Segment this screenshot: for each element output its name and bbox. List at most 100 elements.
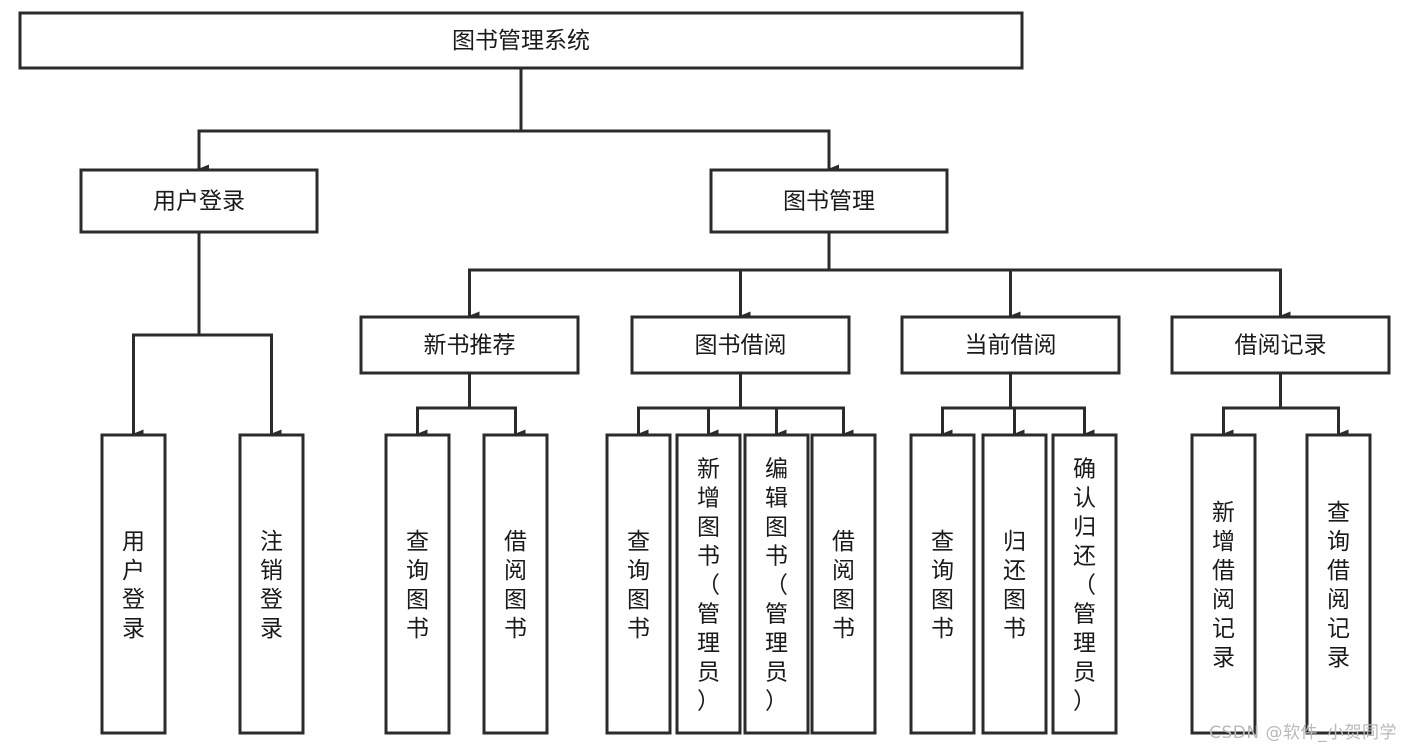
node-level3-借阅记录[interactable]: 借阅记录 [1170,315,1391,375]
node-box-rect [384,433,451,735]
node-label-char: 理 [1073,631,1096,657]
node-box-rect [18,11,1024,70]
node-layer: 图书管理系统用户登录图书管理新书推荐图书借阅当前借阅借阅记录用户登录注销登录查询… [18,11,1391,735]
node-label-char: （ [1073,573,1096,599]
node-label-char: 录 [122,616,145,642]
node-label-char: 图 [931,587,954,613]
node-label-char: 查 [1327,500,1350,526]
node-label-char: 书 [627,616,650,642]
node-level3-当前借阅[interactable]: 当前借阅 [900,315,1121,375]
node-box-rect [1170,315,1391,375]
node-label-char: 用 [122,529,145,555]
node-label: 当前借阅 [965,333,1057,359]
node-box-rect [1051,433,1118,735]
node-label-char: 理 [765,631,788,657]
node-label-char: 登 [122,587,145,613]
node-box-rect [675,433,742,735]
node-label-char: 录 [260,616,283,642]
node-label-char: 图 [627,587,650,613]
connector-layer [132,66,1349,439]
node-leaf-用户登录[interactable]: 用户登录 [100,433,167,735]
node-label-char: 询 [1327,529,1350,555]
node-label-char: 图 [1003,587,1026,613]
node-box-rect [238,433,305,735]
node-label: 用户登录 [153,189,245,215]
node-label-char: 户 [122,558,145,584]
node-label-char: 图 [765,515,788,541]
node-label-char: ） [697,689,720,715]
node-label-char: ） [1073,689,1096,715]
node-label-char: 查 [627,529,650,555]
node-label-char: 辑 [765,486,788,512]
node-label-char: 查 [406,529,429,555]
node-label-char: 书 [832,616,855,642]
node-box-rect [79,168,319,234]
node-label-char: 新 [697,457,720,483]
node-box-rect [709,168,949,234]
node-label-char: 图 [697,515,720,541]
node-label-char: 管 [765,602,788,628]
node-box-rect [743,433,810,735]
node-level3-图书借阅[interactable]: 图书借阅 [630,315,851,375]
node-label: 图书管理系统 [452,28,590,54]
node-label-char: 书 [931,616,954,642]
node-label-char: 录 [1212,645,1235,671]
node-label-char: 认 [1073,486,1096,512]
node-box-rect [359,315,580,375]
node-label-char: 图 [832,587,855,613]
node-level2-用户登录[interactable]: 用户登录 [79,168,319,234]
node-label-char: 阅 [1212,587,1235,613]
node-label-char: 归 [1073,515,1096,541]
node-label: 新书推荐 [424,333,516,359]
node-level2-图书管理[interactable]: 图书管理 [709,168,949,234]
node-label-char: 员 [697,660,720,686]
node-label: 借阅记录 [1235,333,1327,359]
node-label-char: 询 [406,558,429,584]
node-label-char: ） [765,689,788,715]
node-label-char: 员 [1073,660,1096,686]
node-label-char: 新 [1212,500,1235,526]
node-label-char: 借 [1212,558,1235,584]
node-label-char: 记 [1212,616,1235,642]
node-label-char: 书 [697,544,720,570]
node-label-char: （ [765,573,788,599]
node-box-rect [482,433,549,735]
node-box-rect [909,433,976,735]
node-label-char: 归 [1003,529,1026,555]
node-label-char: 书 [504,616,527,642]
node-label-char: 确 [1073,457,1096,483]
node-root-图书管理系统[interactable]: 图书管理系统 [18,11,1024,70]
node-label-char: 还 [1003,558,1026,584]
node-label-char: 询 [627,558,650,584]
node-label-char: 管 [1073,602,1096,628]
node-label-char: 注 [260,529,283,555]
node-box-rect [630,315,851,375]
node-box-rect [981,433,1048,735]
node-box-rect [1190,433,1257,735]
node-label-char: 书 [406,616,429,642]
node-label-char: 记 [1327,616,1350,642]
node-label-char: 询 [931,558,954,584]
node-label-char: 编 [765,457,788,483]
node-label-char: 管 [697,602,720,628]
node-box-rect [810,433,877,735]
node-label-char: 借 [504,529,527,555]
node-label-char: 销 [260,558,283,584]
node-label-char: 图 [406,587,429,613]
node-level3-新书推荐[interactable]: 新书推荐 [359,315,580,375]
node-label-char: 书 [765,544,788,570]
